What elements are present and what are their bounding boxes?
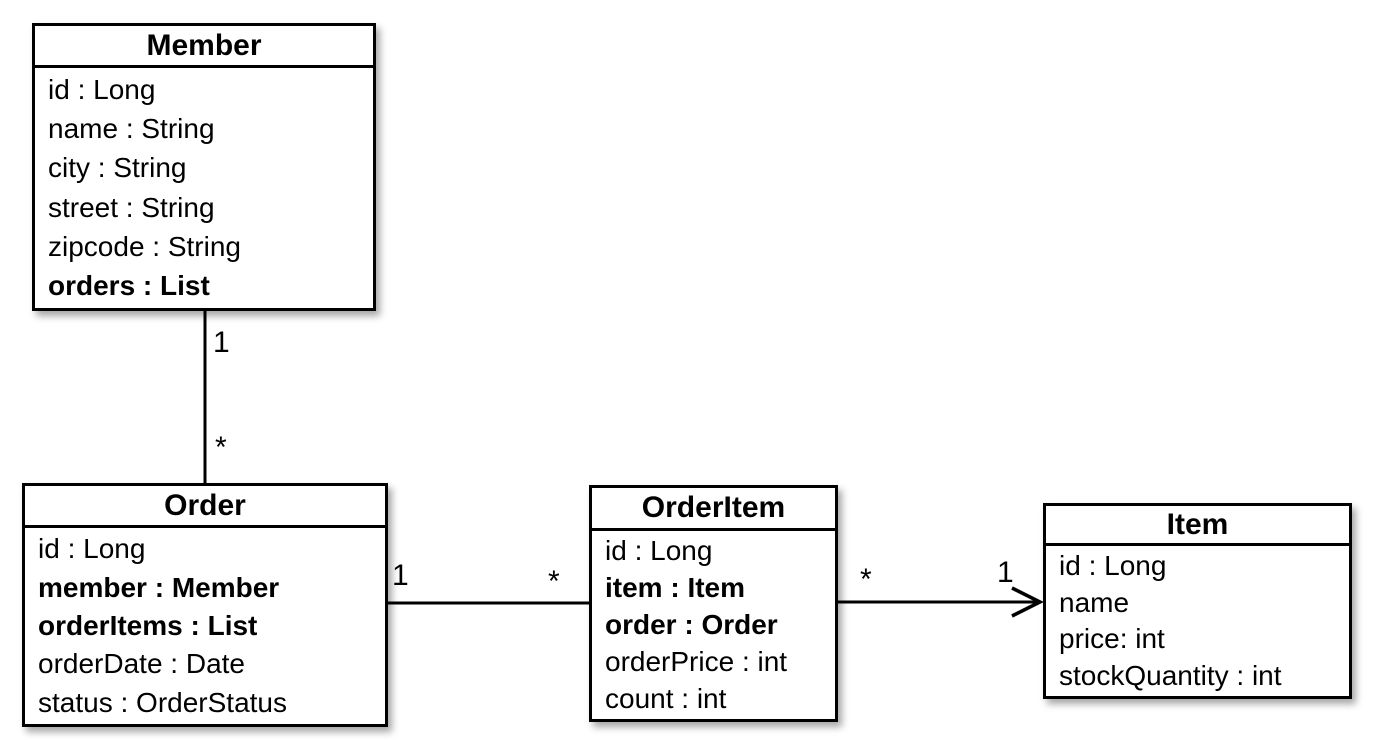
- attribute-row: member : Member: [38, 571, 280, 603]
- multiplicity-label-orderitem-left-end: *: [548, 565, 560, 598]
- attribute-list-member: id : Long name : String city : String st…: [35, 68, 373, 308]
- multiplicity-label-orderitem-right-end: *: [860, 563, 872, 596]
- attribute-row: orders : List: [48, 270, 210, 302]
- attribute-row: id : Long: [605, 535, 713, 567]
- class-title-orderitem: OrderItem: [592, 488, 835, 531]
- attribute-row: status : OrderStatus: [38, 686, 287, 718]
- attribute-list-order: id : Long member : Member orderItems : L…: [25, 528, 385, 724]
- attribute-row: id : Long: [38, 533, 146, 565]
- attribute-row: orderItems : List: [38, 610, 258, 642]
- attribute-row: orderPrice : int: [605, 645, 788, 677]
- class-box-member: Member id : Long name : String city : St…: [32, 23, 376, 311]
- class-title-item: Item: [1046, 506, 1349, 546]
- attribute-list-orderitem: id : Long item : Item order : Order orde…: [592, 531, 835, 719]
- attribute-row: id : Long: [1059, 550, 1167, 582]
- class-box-orderitem: OrderItem id : Long item : Item order : …: [589, 485, 838, 722]
- attribute-row: order : Order: [605, 608, 778, 640]
- attribute-row: zipcode : String: [48, 230, 241, 262]
- class-box-item: Item id : Long name price: int stockQuan…: [1043, 503, 1352, 699]
- multiplicity-label-order-right-end: 1: [392, 559, 409, 592]
- attribute-row: item : Item: [605, 572, 746, 604]
- attribute-row: name : String: [48, 112, 215, 144]
- attribute-row: name: [1059, 586, 1130, 618]
- attribute-list-item: id : Long name price: int stockQuantity …: [1046, 546, 1349, 696]
- open-arrowhead-icon: [1011, 586, 1044, 618]
- multiplicity-label-item-end: 1: [997, 556, 1014, 589]
- class-title-member: Member: [35, 26, 373, 68]
- attribute-row: orderDate : Date: [38, 648, 245, 680]
- class-box-order: Order id : Long member : Member orderIte…: [22, 483, 388, 727]
- attribute-row: price: int: [1059, 623, 1165, 655]
- attribute-row: count : int: [605, 682, 727, 714]
- attribute-row: id : Long: [48, 73, 156, 105]
- multiplicity-label-member-end: 1: [213, 326, 230, 359]
- attribute-row: stockQuantity : int: [1059, 659, 1282, 691]
- class-title-order: Order: [25, 486, 385, 528]
- multiplicity-label-order-top-end: *: [215, 431, 227, 464]
- attribute-row: city : String: [48, 152, 187, 184]
- attribute-row: street : String: [48, 191, 215, 223]
